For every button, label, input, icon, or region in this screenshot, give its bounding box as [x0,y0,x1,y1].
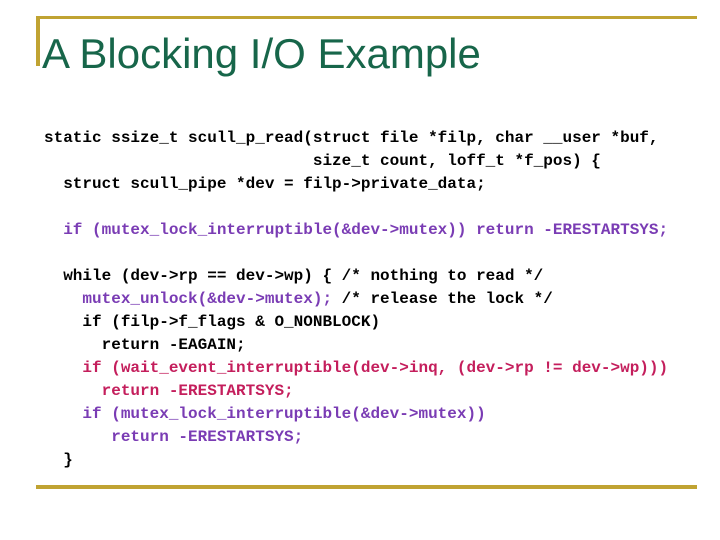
code-line: if (filp->f_flags & O_NONBLOCK) [44,311,668,334]
code-segment: if (filp->f_flags & O_NONBLOCK) [44,313,381,331]
bottom-rule [36,485,697,489]
code-segment: if (mutex_lock_interruptible(&dev->mutex… [44,405,486,423]
code-line: return -ERESTARTSYS; [44,426,668,449]
code-segment: while (dev->rp == dev->wp) { /* nothing … [44,267,544,285]
code-line: while (dev->rp == dev->wp) { /* nothing … [44,265,668,288]
code-line: size_t count, loff_t *f_pos) { [44,150,668,173]
code-line: return -ERESTARTSYS; [44,380,668,403]
code-line: return -EAGAIN; [44,334,668,357]
code-line: if (wait_event_interruptible(dev->inq, (… [44,357,668,380]
code-segment: if (mutex_lock_interruptible(&dev->mutex… [44,221,669,239]
left-rule [36,16,40,66]
code-line [44,196,668,219]
top-rule [36,16,697,19]
code-line: static ssize_t scull_p_read(struct file … [44,127,668,150]
code-line [44,242,668,265]
code-block: static ssize_t scull_p_read(struct file … [0,127,668,472]
code-segment [44,290,82,308]
code-segment: mutex_unlock(&dev->mutex); [82,290,333,308]
code-line: if (mutex_lock_interruptible(&dev->mutex… [44,403,668,426]
slide-title: A Blocking I/O Example [42,30,481,77]
code-segment: static ssize_t scull_p_read(struct file … [44,129,659,147]
code-segment: return -EAGAIN; [44,336,246,354]
code-line: if (mutex_lock_interruptible(&dev->mutex… [44,219,668,242]
code-line: } [44,449,668,472]
code-segment: return -ERESTARTSYS; [44,382,294,400]
code-segment: size_t count, loff_t *f_pos) { [44,152,601,170]
code-segment: return -ERESTARTSYS; [44,428,304,446]
code-line: mutex_unlock(&dev->mutex); /* release th… [44,288,668,311]
code-segment: /* release the lock */ [332,290,553,308]
code-segment: struct scull_pipe *dev = filp->private_d… [44,175,486,193]
code-segment: if (wait_event_interruptible(dev->inq, (… [44,359,669,377]
code-line: struct scull_pipe *dev = filp->private_d… [44,173,668,196]
code-segment: } [44,451,73,469]
